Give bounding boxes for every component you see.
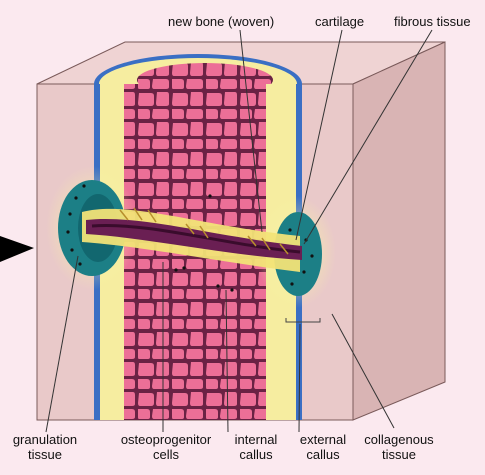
label-line: osteoprogenitor bbox=[108, 432, 224, 447]
label-line: tissue bbox=[2, 447, 88, 462]
label-line: cells bbox=[108, 447, 224, 462]
label-granulation-tissue: granulation tissue bbox=[2, 432, 88, 462]
pointer-arrow bbox=[0, 236, 34, 262]
label-line: callus bbox=[226, 447, 286, 462]
label-internal-callus: internal callus bbox=[226, 432, 286, 462]
label-fibrous-tissue: fibrous tissue bbox=[394, 14, 471, 29]
label-line: granulation bbox=[2, 432, 88, 447]
label-new-bone: new bone (woven) bbox=[168, 14, 274, 29]
label-line: internal bbox=[226, 432, 286, 447]
label-line: collagenous bbox=[354, 432, 444, 447]
label-line: tissue bbox=[354, 447, 444, 462]
label-cartilage: cartilage bbox=[315, 14, 364, 29]
label-collagenous-tissue: collagenous tissue bbox=[354, 432, 444, 462]
label-osteoprogenitor-cells: osteoprogenitor cells bbox=[108, 432, 224, 462]
label-line: callus bbox=[294, 447, 352, 462]
label-external-callus: external callus bbox=[294, 432, 352, 462]
label-line: external bbox=[294, 432, 352, 447]
block-side-face bbox=[353, 42, 445, 420]
